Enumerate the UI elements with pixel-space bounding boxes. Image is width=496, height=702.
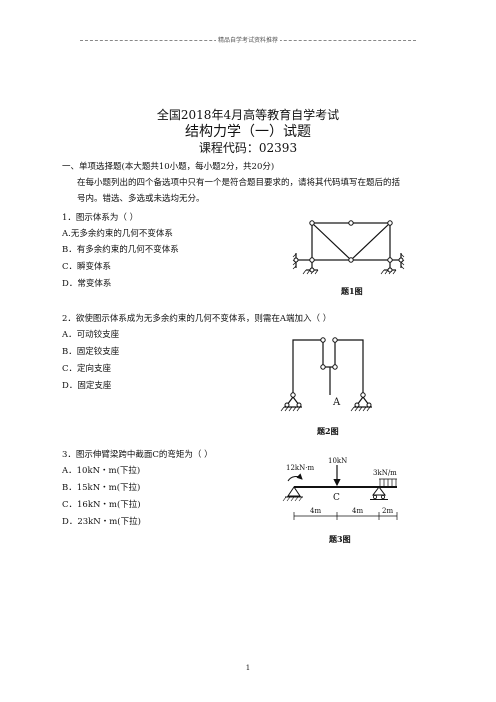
section-heading: 一、单项选择题(本大题共10小题，每小题2分，共20分) xyxy=(62,162,275,172)
q1-figure xyxy=(292,220,405,275)
q3-stem: 3．图示伸臂梁跨中截面C的弯矩为（ ） xyxy=(62,450,213,460)
subject-title: 结构力学（一）试题 xyxy=(185,124,311,140)
page-number: 1 xyxy=(245,664,251,672)
q3-figure: 12kN·m 10kN 3kN/m C 4m 4m 2m xyxy=(282,457,398,520)
q2-figure: A xyxy=(280,337,372,412)
q1-option-a: A.无多余约束的几何不变体系 xyxy=(62,229,173,239)
instruction-line-1: 在每小题列出的四个备选项中只有一个是符合题目要求的，请将其代码填写在题后的括 xyxy=(77,178,401,188)
q3-option-c: C．16kN・m(下拉) xyxy=(62,500,141,510)
q1-option-b: B．有多余约束的几何不变体系 xyxy=(62,245,179,255)
q2-point-a-label: A xyxy=(332,397,341,408)
q2-option-b: B．固定铰支座 xyxy=(62,347,120,357)
header-banner: 精品自学考试资料推荐 xyxy=(215,37,280,44)
q3-dim-2: 4m xyxy=(352,507,363,515)
q1-figure-caption: 题1图 xyxy=(341,286,363,296)
q1-stem: 1．图示体系为（ ） xyxy=(62,213,139,223)
q1-option-c: C．瞬变体系 xyxy=(62,262,112,272)
q3-option-d: D．23kN・m(下拉) xyxy=(62,517,141,527)
q3-distributed-label: 3kN/m xyxy=(373,469,397,477)
q2-option-c: C．定向支座 xyxy=(62,364,112,374)
course-code: 课程代码：02393 xyxy=(198,141,298,155)
instruction-line-2: 号内。错选、多选或未选均无分。 xyxy=(77,194,205,204)
exam-title: 全国2018年4月高等教育自学考试 xyxy=(156,108,340,122)
q3-figure-caption: 题3图 xyxy=(329,534,351,544)
q2-figure-caption: 题2图 xyxy=(317,426,339,436)
q3-dim-3: 2m xyxy=(382,507,393,515)
q3-point-load-label: 10kN xyxy=(328,457,347,465)
q3-dim-1: 4m xyxy=(310,507,321,515)
q3-option-a: A．10kN・m(下拉) xyxy=(62,466,141,476)
q3-option-b: B．15kN・m(下拉) xyxy=(62,483,141,493)
q3-moment-label: 12kN·m xyxy=(286,464,314,472)
q2-option-a: A．可动铰支座 xyxy=(62,330,120,340)
q1-option-d: D．常变体系 xyxy=(62,279,112,289)
q2-option-d: D．固定支座 xyxy=(62,381,112,391)
q3-section-c-label: C xyxy=(333,493,340,503)
q2-stem: 2．欲使图示体系成为无多余约束的几何不变体系，则需在A端加入（ ） xyxy=(62,314,332,324)
